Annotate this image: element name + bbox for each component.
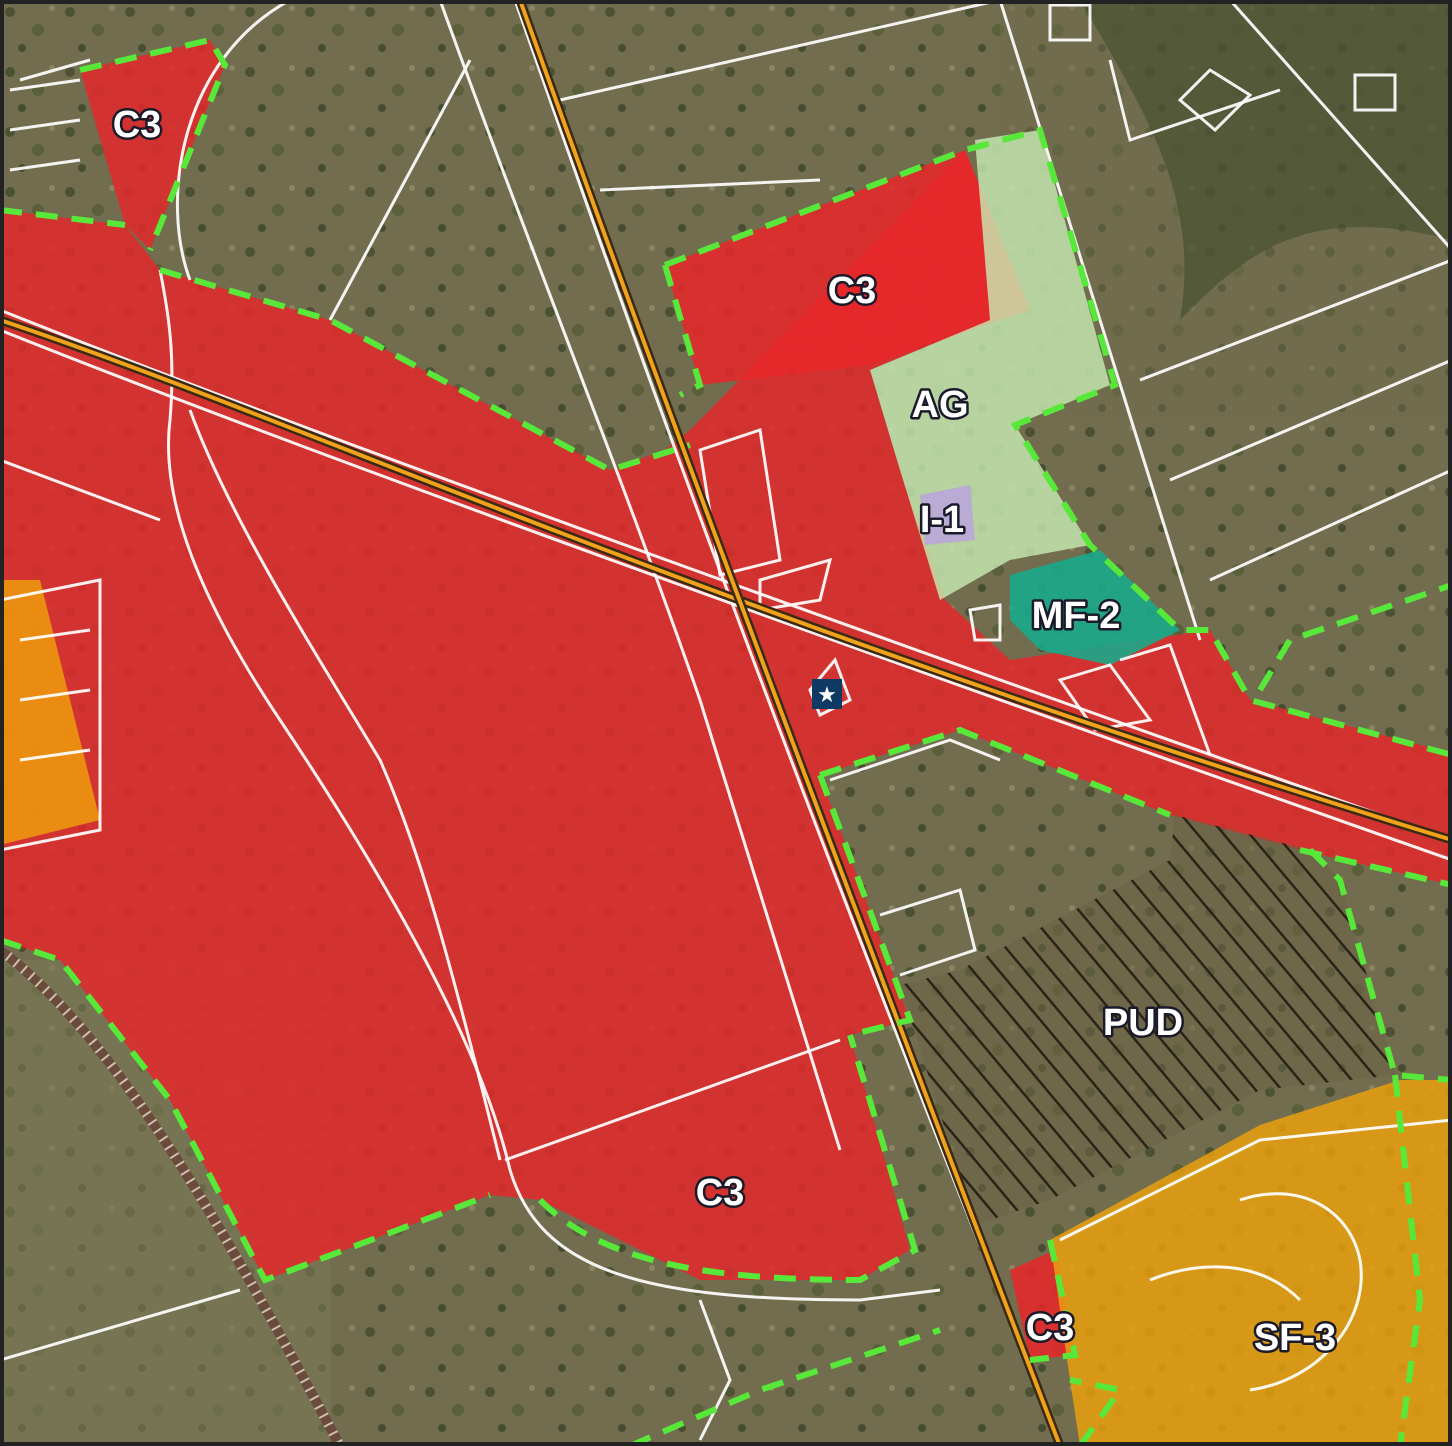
- zone-mf2[interactable]: [1010, 550, 1180, 665]
- label-mf2: MF-2: [1032, 595, 1121, 637]
- railroad: [0, 946, 345, 1446]
- highway-north-south: [515, 0, 1065, 1446]
- star-icon: ★: [817, 683, 837, 708]
- marker-box[interactable]: [812, 679, 842, 709]
- zone-sf3-west[interactable]: [0, 580, 100, 845]
- label-pud: PUD: [1103, 1002, 1183, 1044]
- label-sf3: SF-3: [1254, 1317, 1336, 1359]
- zone-i1[interactable]: [920, 485, 975, 545]
- label-i1: I-1: [920, 499, 964, 541]
- label-c3-north: C3: [113, 104, 162, 146]
- location-marker[interactable]: ★: [812, 679, 842, 709]
- c3-north-parcel[interactable]: [80, 40, 225, 250]
- zoning-boundaries: [0, 36, 1452, 1446]
- aerial-tree-strip: [1080, 0, 1452, 320]
- zone-labels: C3 C3 AG I-1 MF-2 PUD C3 C3 SF-3: [110, 102, 1338, 1362]
- zone-sf3[interactable]: [1050, 1080, 1452, 1446]
- zone-pud[interactable]: [900, 815, 1395, 1225]
- highway-east-west: [0, 315, 1452, 845]
- label-c3-small: C3: [1026, 1307, 1075, 1349]
- c3-northeast-parcel[interactable]: [665, 150, 1030, 385]
- label-c3-northeast: C3: [828, 270, 877, 312]
- label-c3-south: C3: [696, 1172, 745, 1214]
- label-ag: AG: [912, 384, 969, 426]
- c3-west-corridor[interactable]: [0, 150, 1452, 1280]
- zone-commercial-c3[interactable]: [0, 40, 1452, 1360]
